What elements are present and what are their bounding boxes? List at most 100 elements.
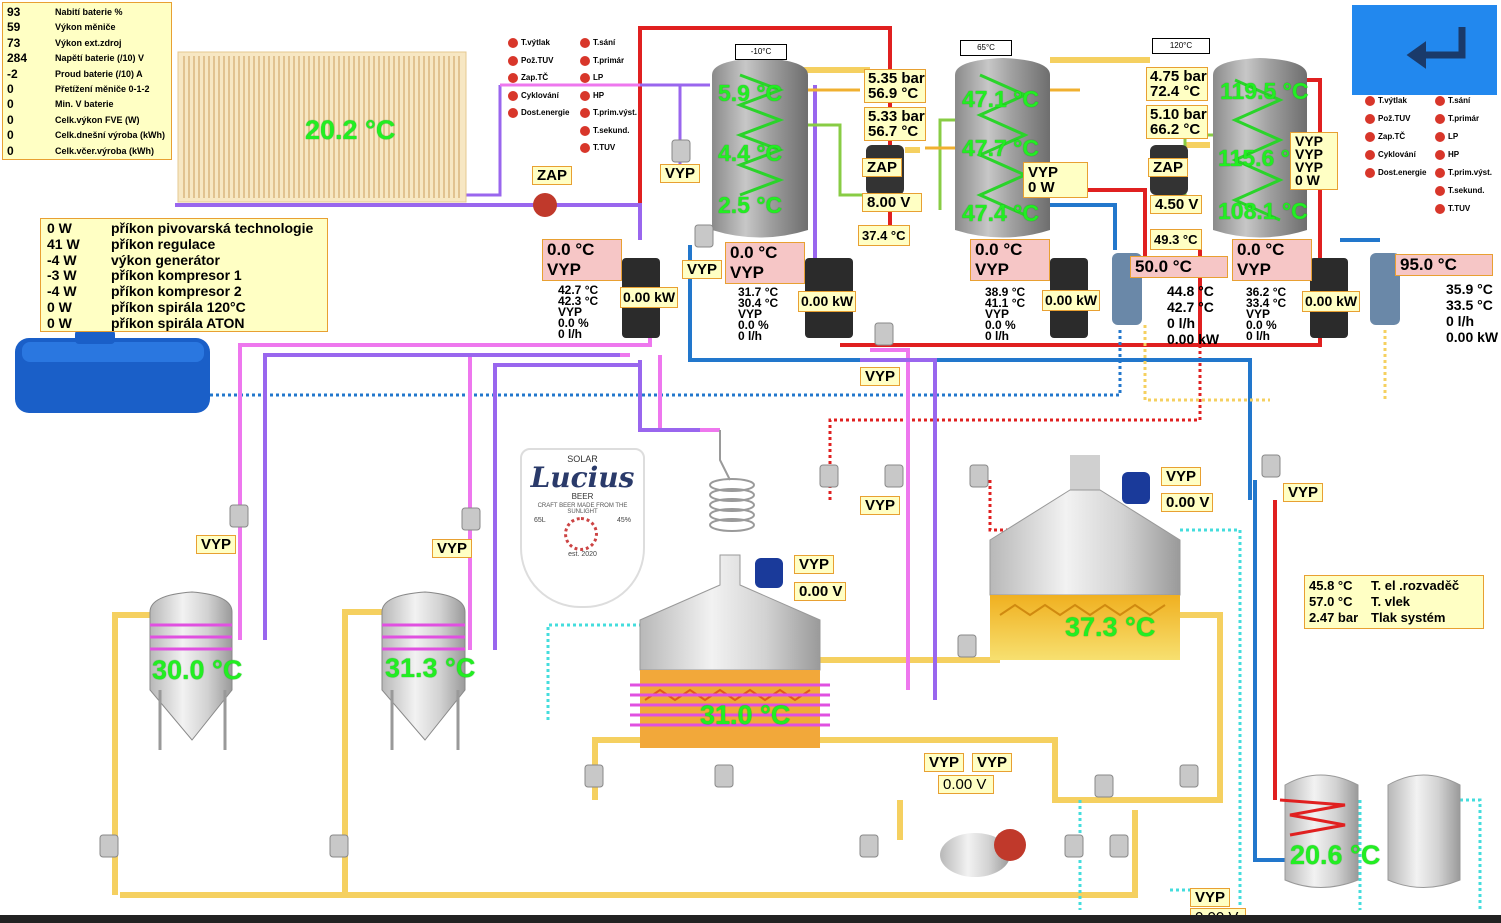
bright-tank-temp: 20.6 °C: [1290, 840, 1381, 870]
battery-row-label: Celk.dnešní výroba (kWh): [55, 130, 166, 141]
pump-unit-stat: 0 l/h: [738, 329, 763, 343]
hp2-state[interactable]: ZAP: [1148, 158, 1188, 177]
blue-dotted-pipes: [210, 330, 1122, 397]
valve-tank1-state[interactable]: VYP: [660, 164, 701, 183]
bottom-pump-state-2[interactable]: VYP: [972, 753, 1013, 772]
cooling-coil: [709, 430, 755, 532]
tank3-heater-state[interactable]: VYP VYP VYP 0 W: [1290, 132, 1338, 190]
status-indicator: T.TUV: [1435, 204, 1470, 214]
tank1-temp-top: 5.9 °C: [718, 80, 783, 106]
status-indicator: Dost.energie: [508, 108, 569, 118]
status-led-icon: [1365, 132, 1375, 142]
water-tank: [15, 330, 210, 413]
status-indicator: Cyklování: [1365, 150, 1416, 160]
hp1-state[interactable]: ZAP: [862, 158, 902, 177]
power-row-value: -4 W: [47, 251, 77, 268]
status-indicator: T.primár: [1435, 114, 1479, 124]
valve-tank1-bottom-state[interactable]: VYP: [682, 260, 723, 279]
pump-unit-stat: 42.3 °C: [558, 294, 599, 308]
back-button[interactable]: [1352, 5, 1497, 95]
blue-pipes: [688, 203, 1380, 862]
mash-tun: [630, 554, 830, 748]
tank1-temp-bottom: 2.5 °C: [718, 192, 783, 218]
tank2-temp-bottom: 47.4 °C: [962, 200, 1039, 226]
hp2-temp2: 66.2 °C: [1150, 121, 1201, 138]
heat-exchanger-2: [1370, 253, 1400, 325]
pump-unit-state: VYP: [730, 263, 765, 282]
hp2-temp: 49.3 °C: [1150, 229, 1202, 250]
hp1-temp1: 56.9 °C: [868, 85, 919, 102]
tank2-temp-mid: 47.7 °C: [962, 135, 1039, 161]
pump-unit-stat: 36.2 °C: [1246, 285, 1287, 299]
battery-row-value: 59: [7, 20, 21, 35]
lauter-motor-voltage: 0.00 V: [1161, 493, 1213, 512]
hp2-pressure2: 5.10 bar: [1150, 106, 1207, 123]
valve-loop-state[interactable]: VYP: [860, 367, 901, 386]
fermenter2-temp: 31.3 °C: [385, 653, 476, 683]
status-label: T.výtlak: [521, 38, 550, 48]
status-led-icon: [1365, 114, 1375, 124]
valve-ferm1-state[interactable]: VYP: [196, 535, 237, 554]
centrifugal-pump: [940, 829, 1026, 877]
hx1-stat-4: 0.00 kW: [1167, 331, 1220, 347]
pump-unit-stat: VYP: [1246, 307, 1271, 321]
lauter-tun: [989, 455, 1181, 660]
bottom-pump-state-1[interactable]: VYP: [924, 753, 965, 772]
tank1-setpoint: -10°C: [735, 44, 787, 60]
lauter-motor-state[interactable]: VYP: [1161, 467, 1202, 486]
mash-motor-state[interactable]: VYP: [794, 555, 835, 574]
tank3-heater-state-line3: VYP: [1295, 159, 1324, 175]
pump-unit-power: 0.00 kW: [1302, 291, 1361, 312]
status-led-icon: [508, 90, 518, 101]
status-led-icon: [580, 125, 590, 136]
tank2-heater-state[interactable]: VYP 0 W: [1023, 162, 1088, 198]
status-label: Pož.TUV: [1378, 114, 1411, 124]
pump-unit-stat: 0.0 %: [558, 316, 589, 330]
status-indicator: T.prim.výst.: [1435, 168, 1492, 178]
status-led-icon: [1365, 168, 1375, 178]
mash-motor-voltage: 0.00 V: [794, 582, 846, 601]
valve-ferm2-state[interactable]: VYP: [432, 539, 473, 558]
hx2-stat-1: 35.9 °C: [1446, 281, 1493, 297]
hp2-pressure1: 4.75 bar: [1150, 68, 1207, 85]
storage-tank-1: [712, 58, 808, 238]
status-led-icon: [580, 55, 590, 66]
cyan-dotted-pipes: [546, 528, 1482, 910]
battery-row-label: Výkon měniče: [55, 22, 116, 33]
storage-tank-3: [1213, 58, 1307, 238]
status-indicator: T.sání: [580, 38, 615, 48]
status-led-icon: [1435, 114, 1445, 124]
status-label: Dost.energie: [1378, 168, 1427, 178]
status-led-icon: [1365, 96, 1375, 106]
status-indicator: T.sekund.: [580, 125, 629, 136]
status-label: T.primár: [593, 55, 625, 65]
pump-unit-stat: 31.7 °C: [738, 285, 779, 299]
status-led-icon: [580, 38, 590, 48]
hx1-stats: 44.8 °C 42.7 °C 0 l/h 0.00 kW: [1167, 283, 1219, 347]
red-dotted-pipes: [828, 345, 1202, 532]
solar-pump-state[interactable]: ZAP: [532, 166, 572, 185]
status-led-icon: [508, 55, 518, 66]
status-label: T.TUV: [593, 143, 616, 153]
pump-unit-stat: 0.0 %: [738, 318, 769, 332]
status-label: T.sání: [593, 38, 616, 48]
valve-mash-inlet-state[interactable]: VYP: [860, 496, 901, 515]
purple-pipes: [175, 85, 937, 700]
power-row-label: příkon kompresor 1: [111, 267, 242, 284]
valve-bright-state[interactable]: VYP: [1283, 483, 1324, 502]
pump-unit-stat: 0 l/h: [985, 329, 1010, 343]
power-row-label: výkon generátor: [111, 251, 220, 268]
bright-tank-valve-state[interactable]: VYP: [1190, 888, 1231, 907]
logo-left-text: 65L: [534, 517, 546, 524]
